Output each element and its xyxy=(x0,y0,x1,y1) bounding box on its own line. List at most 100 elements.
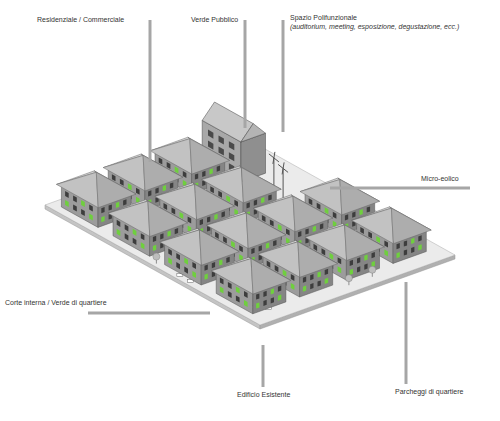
window xyxy=(268,194,271,200)
window xyxy=(180,212,184,219)
window xyxy=(133,238,137,245)
window xyxy=(212,262,215,268)
window xyxy=(205,274,208,280)
window xyxy=(188,217,192,224)
window xyxy=(283,270,287,277)
window xyxy=(333,212,337,219)
window xyxy=(176,253,180,260)
window xyxy=(141,233,145,240)
window xyxy=(367,206,370,212)
window xyxy=(303,286,306,292)
roof xyxy=(293,196,333,231)
window xyxy=(271,288,274,294)
window xyxy=(266,243,269,249)
window xyxy=(89,205,93,212)
window xyxy=(223,236,227,243)
callout-label: (auditorium, meeting, esposizione, degus… xyxy=(289,23,460,31)
window xyxy=(214,214,217,220)
window xyxy=(133,229,137,236)
leader-line xyxy=(330,187,470,190)
roof xyxy=(251,259,291,295)
window xyxy=(192,262,196,269)
window xyxy=(330,253,334,260)
window xyxy=(172,208,176,215)
window xyxy=(112,174,116,181)
window xyxy=(228,291,232,298)
window xyxy=(404,240,407,246)
window xyxy=(254,200,257,206)
window xyxy=(310,283,313,289)
window xyxy=(318,271,321,277)
roof xyxy=(345,225,385,261)
window xyxy=(397,252,400,258)
roof xyxy=(298,242,338,277)
window xyxy=(219,147,224,156)
window xyxy=(89,214,93,221)
window xyxy=(218,191,222,198)
window xyxy=(360,209,363,215)
window xyxy=(256,302,259,308)
window xyxy=(116,202,119,208)
window xyxy=(210,186,214,193)
window xyxy=(170,182,173,188)
window xyxy=(200,219,203,225)
roof xyxy=(108,201,150,236)
window xyxy=(183,171,187,178)
window xyxy=(229,141,234,150)
window xyxy=(271,297,274,303)
window xyxy=(267,261,271,268)
window xyxy=(259,245,262,251)
window xyxy=(226,257,229,263)
window xyxy=(219,136,224,145)
roof xyxy=(195,184,235,219)
window xyxy=(184,258,188,265)
roof xyxy=(391,208,431,244)
window xyxy=(397,243,400,249)
window xyxy=(251,248,254,254)
window xyxy=(325,207,329,214)
window xyxy=(345,214,348,220)
window xyxy=(320,223,323,229)
callout-label: Corte interna / Verde di quartiere xyxy=(4,299,108,307)
tree xyxy=(369,266,376,273)
roof xyxy=(160,230,202,265)
window xyxy=(226,195,230,202)
window xyxy=(228,282,232,289)
window xyxy=(244,291,248,298)
leader-line xyxy=(149,20,152,162)
window xyxy=(217,166,220,172)
window xyxy=(229,152,234,161)
window xyxy=(338,257,342,264)
window xyxy=(220,286,224,293)
window xyxy=(322,248,326,255)
roof xyxy=(211,259,253,295)
window xyxy=(239,245,243,252)
window xyxy=(368,232,372,239)
window xyxy=(236,286,240,293)
window xyxy=(153,236,156,242)
window xyxy=(163,185,166,191)
turbine-blade xyxy=(273,152,275,164)
window xyxy=(164,203,168,210)
window xyxy=(155,188,158,194)
window xyxy=(231,241,235,248)
window xyxy=(220,277,224,284)
window xyxy=(65,191,69,198)
leader-line xyxy=(244,20,247,128)
window xyxy=(411,247,414,253)
window xyxy=(364,264,367,270)
window xyxy=(234,200,238,207)
window xyxy=(360,227,364,234)
window xyxy=(263,291,266,297)
window xyxy=(109,204,112,210)
callout-label: Residenziale / Commerciale xyxy=(36,16,125,24)
window xyxy=(318,280,321,286)
window xyxy=(192,271,196,278)
window xyxy=(278,224,282,231)
window xyxy=(101,207,104,213)
leader-line xyxy=(282,20,285,132)
window xyxy=(325,278,328,284)
window xyxy=(136,188,140,195)
window xyxy=(101,216,104,222)
